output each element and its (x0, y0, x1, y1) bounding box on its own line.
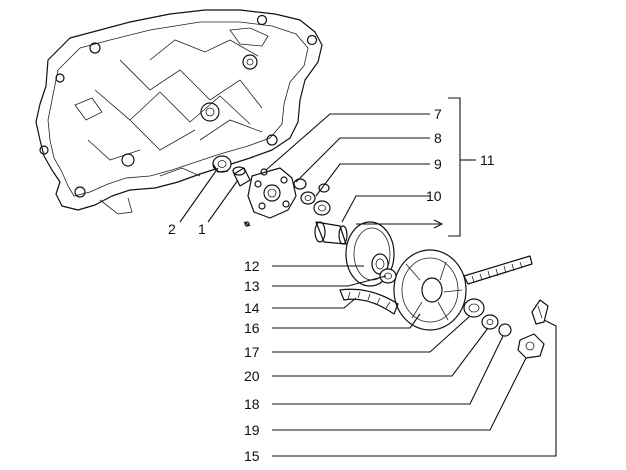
part-19-nut (517, 333, 545, 359)
drive-belt (463, 255, 533, 285)
part-2-bush (212, 155, 232, 173)
label-10: 10 (426, 188, 442, 204)
label-18: 18 (244, 396, 260, 412)
label-20: 20 (244, 368, 260, 384)
part-9-rings (300, 191, 331, 216)
part-14-belt (339, 288, 399, 315)
label-13: 13 (244, 278, 260, 294)
crankcase-housing (35, 9, 323, 215)
part-17-gear (463, 298, 485, 318)
part-18-ring (498, 323, 512, 337)
label-9: 9 (434, 156, 442, 172)
part-16-clutch-bell (393, 249, 467, 331)
label-15: 15 (244, 448, 260, 464)
label-19: 19 (244, 422, 260, 438)
label-14: 14 (244, 300, 260, 316)
label-2: 2 (168, 221, 176, 237)
part-13-hub (379, 268, 397, 284)
part-15-clip (531, 299, 549, 325)
label-12: 12 (244, 258, 260, 274)
part-7-variator-half (247, 167, 297, 219)
label-16: 16 (244, 320, 260, 336)
leader-lines (179, 97, 557, 457)
label-7: 7 (434, 106, 442, 122)
label-8: 8 (434, 130, 442, 146)
label-1: 1 (198, 221, 206, 237)
part-1-sleeve (232, 166, 251, 187)
label-17: 17 (244, 344, 260, 360)
label-11: 11 (480, 152, 495, 168)
small-screw (243, 221, 251, 227)
part-20-washer (481, 314, 499, 330)
callout-labels: 7 8 9 10 11 2 1 12 13 14 16 17 20 18 19 … (168, 106, 495, 464)
part-10-bushing (314, 221, 348, 245)
